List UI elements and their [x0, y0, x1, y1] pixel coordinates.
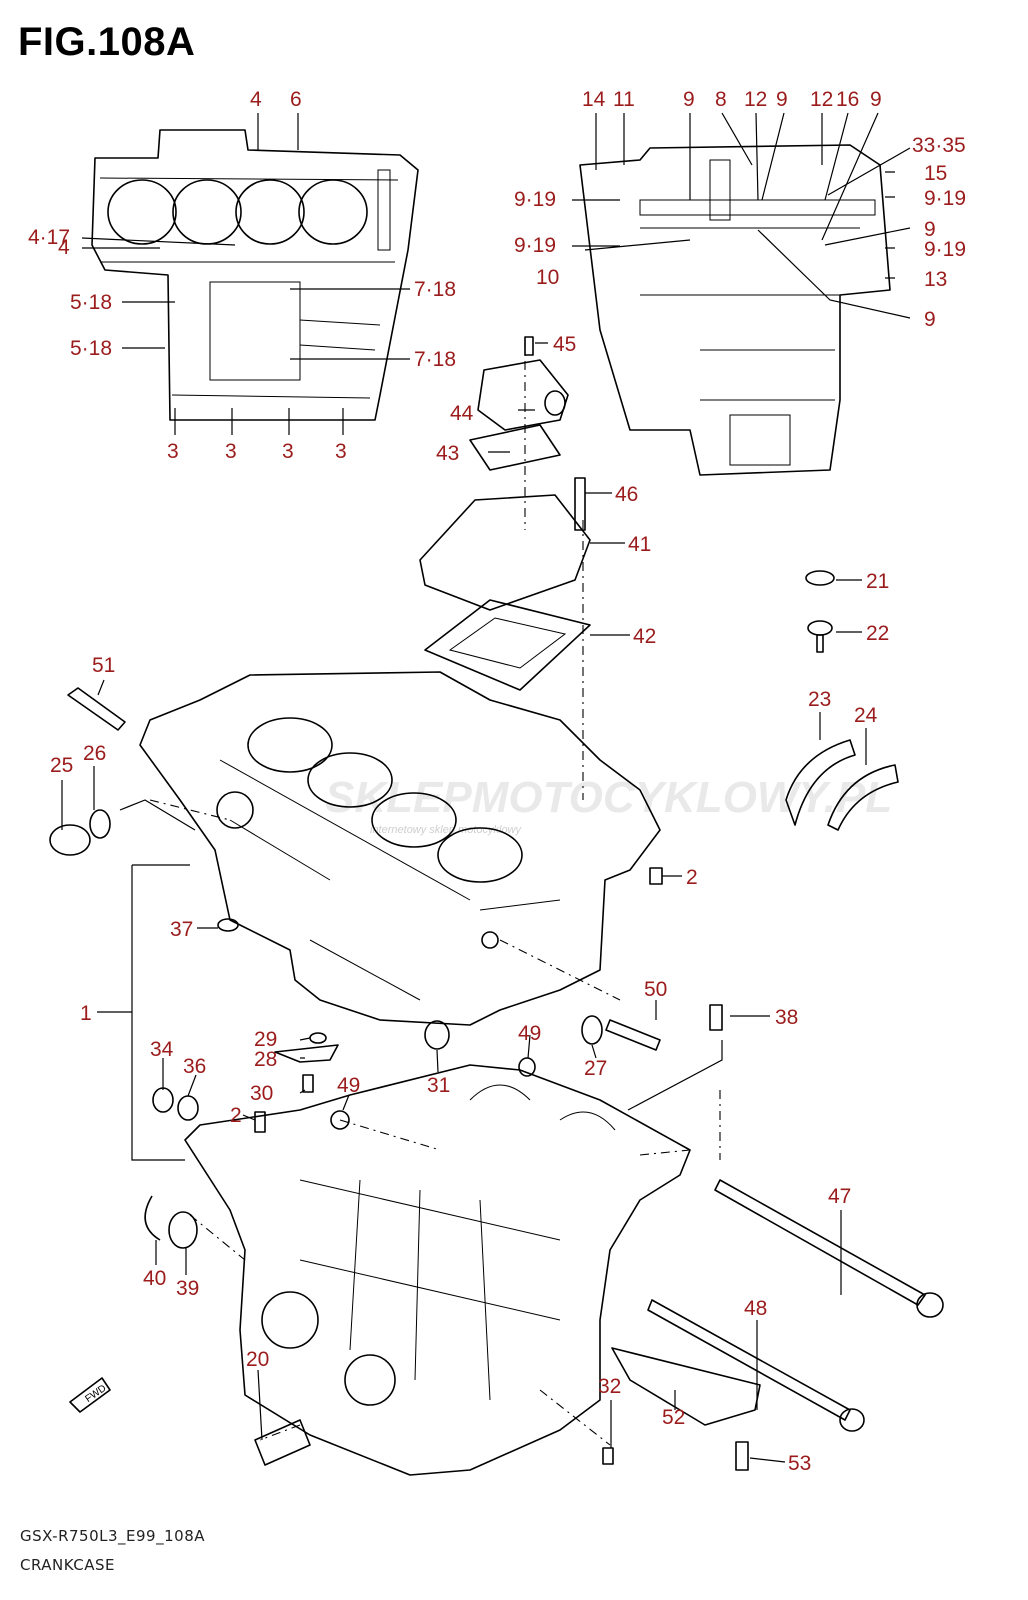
callout-label: 10	[536, 266, 559, 289]
callout-label: 1	[80, 1002, 92, 1025]
callout-label: 5·18	[70, 291, 112, 314]
callout-labels: 4 6 14 11 9 8 12 9 12 16 9 33·35 15 9·19…	[28, 88, 966, 1475]
callout-label: 16	[836, 88, 859, 111]
callout-label: 39	[176, 1277, 199, 1300]
leader-lines	[61, 112, 911, 1463]
callout-label: 9	[683, 88, 695, 111]
callout-label: 22	[866, 622, 889, 645]
callout-label: 11	[613, 88, 635, 111]
callout-label: 9	[776, 88, 788, 111]
callout-label: 23	[808, 688, 831, 711]
callout-label: 3	[167, 440, 179, 463]
callout-label: 34	[150, 1038, 174, 1061]
callout-label: 27	[584, 1057, 607, 1080]
callout-label: 51	[92, 654, 115, 677]
lower-crankcase	[184, 1064, 691, 1476]
callout-label: 46	[615, 483, 638, 506]
crankcase-bottom-view	[579, 144, 891, 476]
callout-label: 9·19	[514, 234, 556, 257]
callout-label: 9·19	[514, 188, 556, 211]
callout-label: 33·35	[912, 134, 966, 157]
callout-label: 3	[225, 440, 237, 463]
callout-label: 2	[230, 1104, 242, 1127]
callout-label: 9	[924, 308, 936, 331]
callout-label: 7·18	[414, 278, 456, 301]
callout-label: 12	[810, 88, 833, 111]
callout-label: 20	[246, 1348, 269, 1371]
callout-label: 49	[337, 1074, 360, 1097]
fwd-label: FWD	[83, 1383, 108, 1405]
callout-label: 47	[828, 1185, 851, 1208]
callout-label: 30	[250, 1082, 273, 1105]
small-parts-right	[785, 570, 899, 831]
callout-label: 37	[170, 918, 193, 941]
callout-label: 29	[254, 1028, 277, 1051]
breather-cover-assembly	[419, 336, 591, 691]
callout-label: 32	[598, 1375, 621, 1398]
callout-label: 9·19	[924, 187, 966, 210]
callout-label: 9·19	[924, 238, 966, 261]
callout-label: 9	[870, 88, 882, 111]
callout-label: 52	[662, 1406, 685, 1429]
callout-label: 12	[744, 88, 767, 111]
callout-label: 4	[250, 88, 262, 111]
callout-label: 3	[282, 440, 294, 463]
figure-name: CRANKCASE	[20, 1556, 116, 1574]
callout-label: 41	[628, 533, 651, 556]
callout-label: 31	[427, 1074, 450, 1097]
callout-label: 13	[924, 268, 947, 291]
callout-label: 14	[582, 88, 606, 111]
callout-label: 38	[775, 1006, 798, 1029]
callout-label: 36	[183, 1055, 206, 1078]
callout-label: 28	[254, 1048, 277, 1071]
callout-label: 50	[644, 978, 667, 1001]
callout-label: 3	[335, 440, 347, 463]
upper-crankcase	[139, 671, 661, 1026]
callout-label: 15	[924, 162, 947, 185]
assembly-lines	[149, 340, 721, 1446]
watermark-slogan: internetowy sklep motocyklowy	[370, 824, 523, 836]
callout-label: 49	[518, 1022, 541, 1045]
callout-label: 4	[58, 236, 70, 259]
model-code: GSX-R750L3_E99_108A	[20, 1527, 205, 1545]
callout-label: 53	[788, 1452, 811, 1475]
figure-title: FIG.108A	[18, 20, 196, 64]
callout-label: 40	[143, 1267, 166, 1290]
callout-label: 25	[50, 754, 73, 777]
callout-label: 8	[715, 88, 727, 111]
upper-crankcase-top-view	[91, 129, 419, 421]
callout-label: 4·17	[28, 226, 70, 249]
callout-label: 7·18	[414, 348, 456, 371]
callout-label: 42	[633, 625, 656, 648]
callout-label: 9	[924, 218, 936, 241]
loose-parts	[49, 687, 944, 1471]
callout-label: 44	[450, 402, 474, 425]
callout-label: 43	[436, 442, 459, 465]
callout-label: 45	[553, 333, 576, 356]
callout-label: 48	[744, 1297, 767, 1320]
callout-label: 2	[686, 866, 698, 889]
watermark-brand: SKLEPMOTOCYKLOWY.PL	[325, 773, 892, 822]
callout-label: 21	[866, 570, 889, 593]
callout-label: 6	[290, 88, 302, 111]
callout-label: 24	[854, 704, 878, 727]
callout-label: 26	[83, 742, 106, 765]
callout-label: 5·18	[70, 337, 112, 360]
